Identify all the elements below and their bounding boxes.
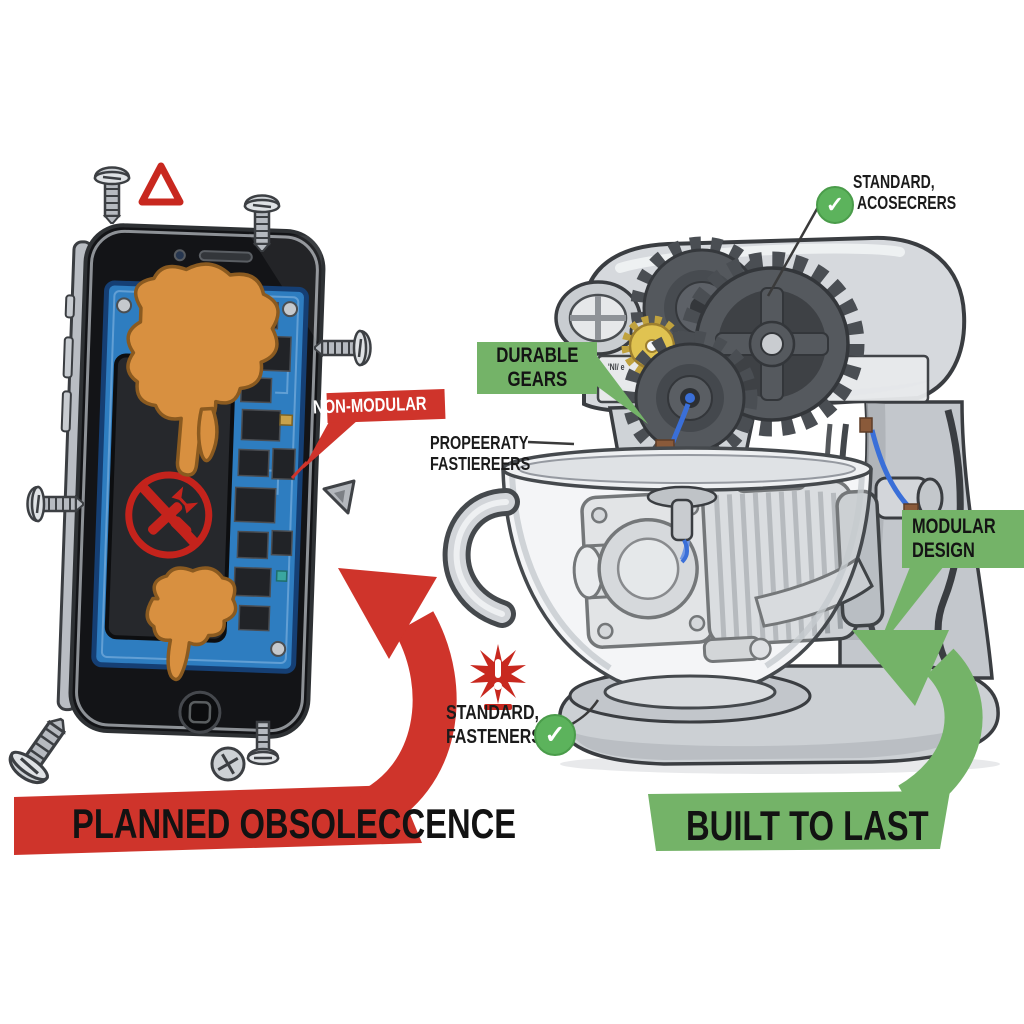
non-modular-leader-line: [290, 460, 309, 480]
loose-screws: [2, 166, 372, 791]
gear-lower: [622, 330, 758, 466]
glue-blob-bottom: [145, 566, 238, 682]
standard-accessories-label: STANDARD, ACOSECRERS: [853, 172, 957, 213]
triangle-clip: [322, 479, 356, 515]
power-cord: [934, 409, 964, 675]
green-arrow-body: [897, 648, 983, 819]
modular-design-callout-tail: [876, 562, 944, 652]
proprietary-fasteners-label: PROPEERATY FASTIEREERS: [430, 432, 531, 474]
home-button: [178, 690, 222, 734]
non-modular-callout-tail: [303, 420, 358, 469]
phone-volume-button: [62, 336, 74, 379]
glue-blob-top: [126, 262, 280, 477]
planned-obsolescence-banner-shape: [14, 568, 457, 855]
non-modular-callout: NON-MODULAR: [313, 388, 446, 424]
burst-warning-icon: [470, 644, 526, 710]
smartphone-illustration: [56, 223, 326, 739]
check-icon: ✓: [816, 186, 854, 224]
leader-lines: [527, 199, 824, 726]
phillips-screw-head: [210, 746, 246, 782]
phone-volume-button: [60, 390, 72, 433]
built-to-last-banner-text: BUILT TO LAST: [686, 802, 929, 849]
built-to-last-banner-shape: [648, 630, 983, 851]
durable-gears-callout-tail: [594, 352, 648, 424]
stand-mixer-illustration: [442, 235, 1000, 774]
head-plate-text: 'NI/ e: [608, 362, 625, 372]
check-icon: ✓: [534, 714, 576, 756]
standard-fasteners-label: STANDARD, FASTENERS: [446, 701, 542, 748]
red-arrow-head: [338, 568, 437, 659]
warning-triangle-icon: [138, 162, 184, 206]
green-arrow-head: [852, 630, 949, 706]
front-camera: [173, 249, 186, 262]
modular-design-callout: MODULAR DESIGN: [902, 510, 1024, 568]
non-modular-label: NON-MODULAR: [312, 393, 428, 419]
slotted-screw: [246, 720, 280, 766]
bowl-foot: [603, 674, 777, 710]
red-arrow-body: [357, 611, 457, 832]
durable-gears-callout: DURABLE GEARS: [477, 342, 597, 394]
earpiece-speaker: [198, 250, 253, 263]
no-repair-icon: [125, 471, 213, 559]
phone-mute-switch: [64, 294, 76, 319]
planned-obsolescence-banner-text: PLANNED OBSOLECCENCE: [72, 800, 517, 847]
beater-shaft: [670, 498, 694, 542]
